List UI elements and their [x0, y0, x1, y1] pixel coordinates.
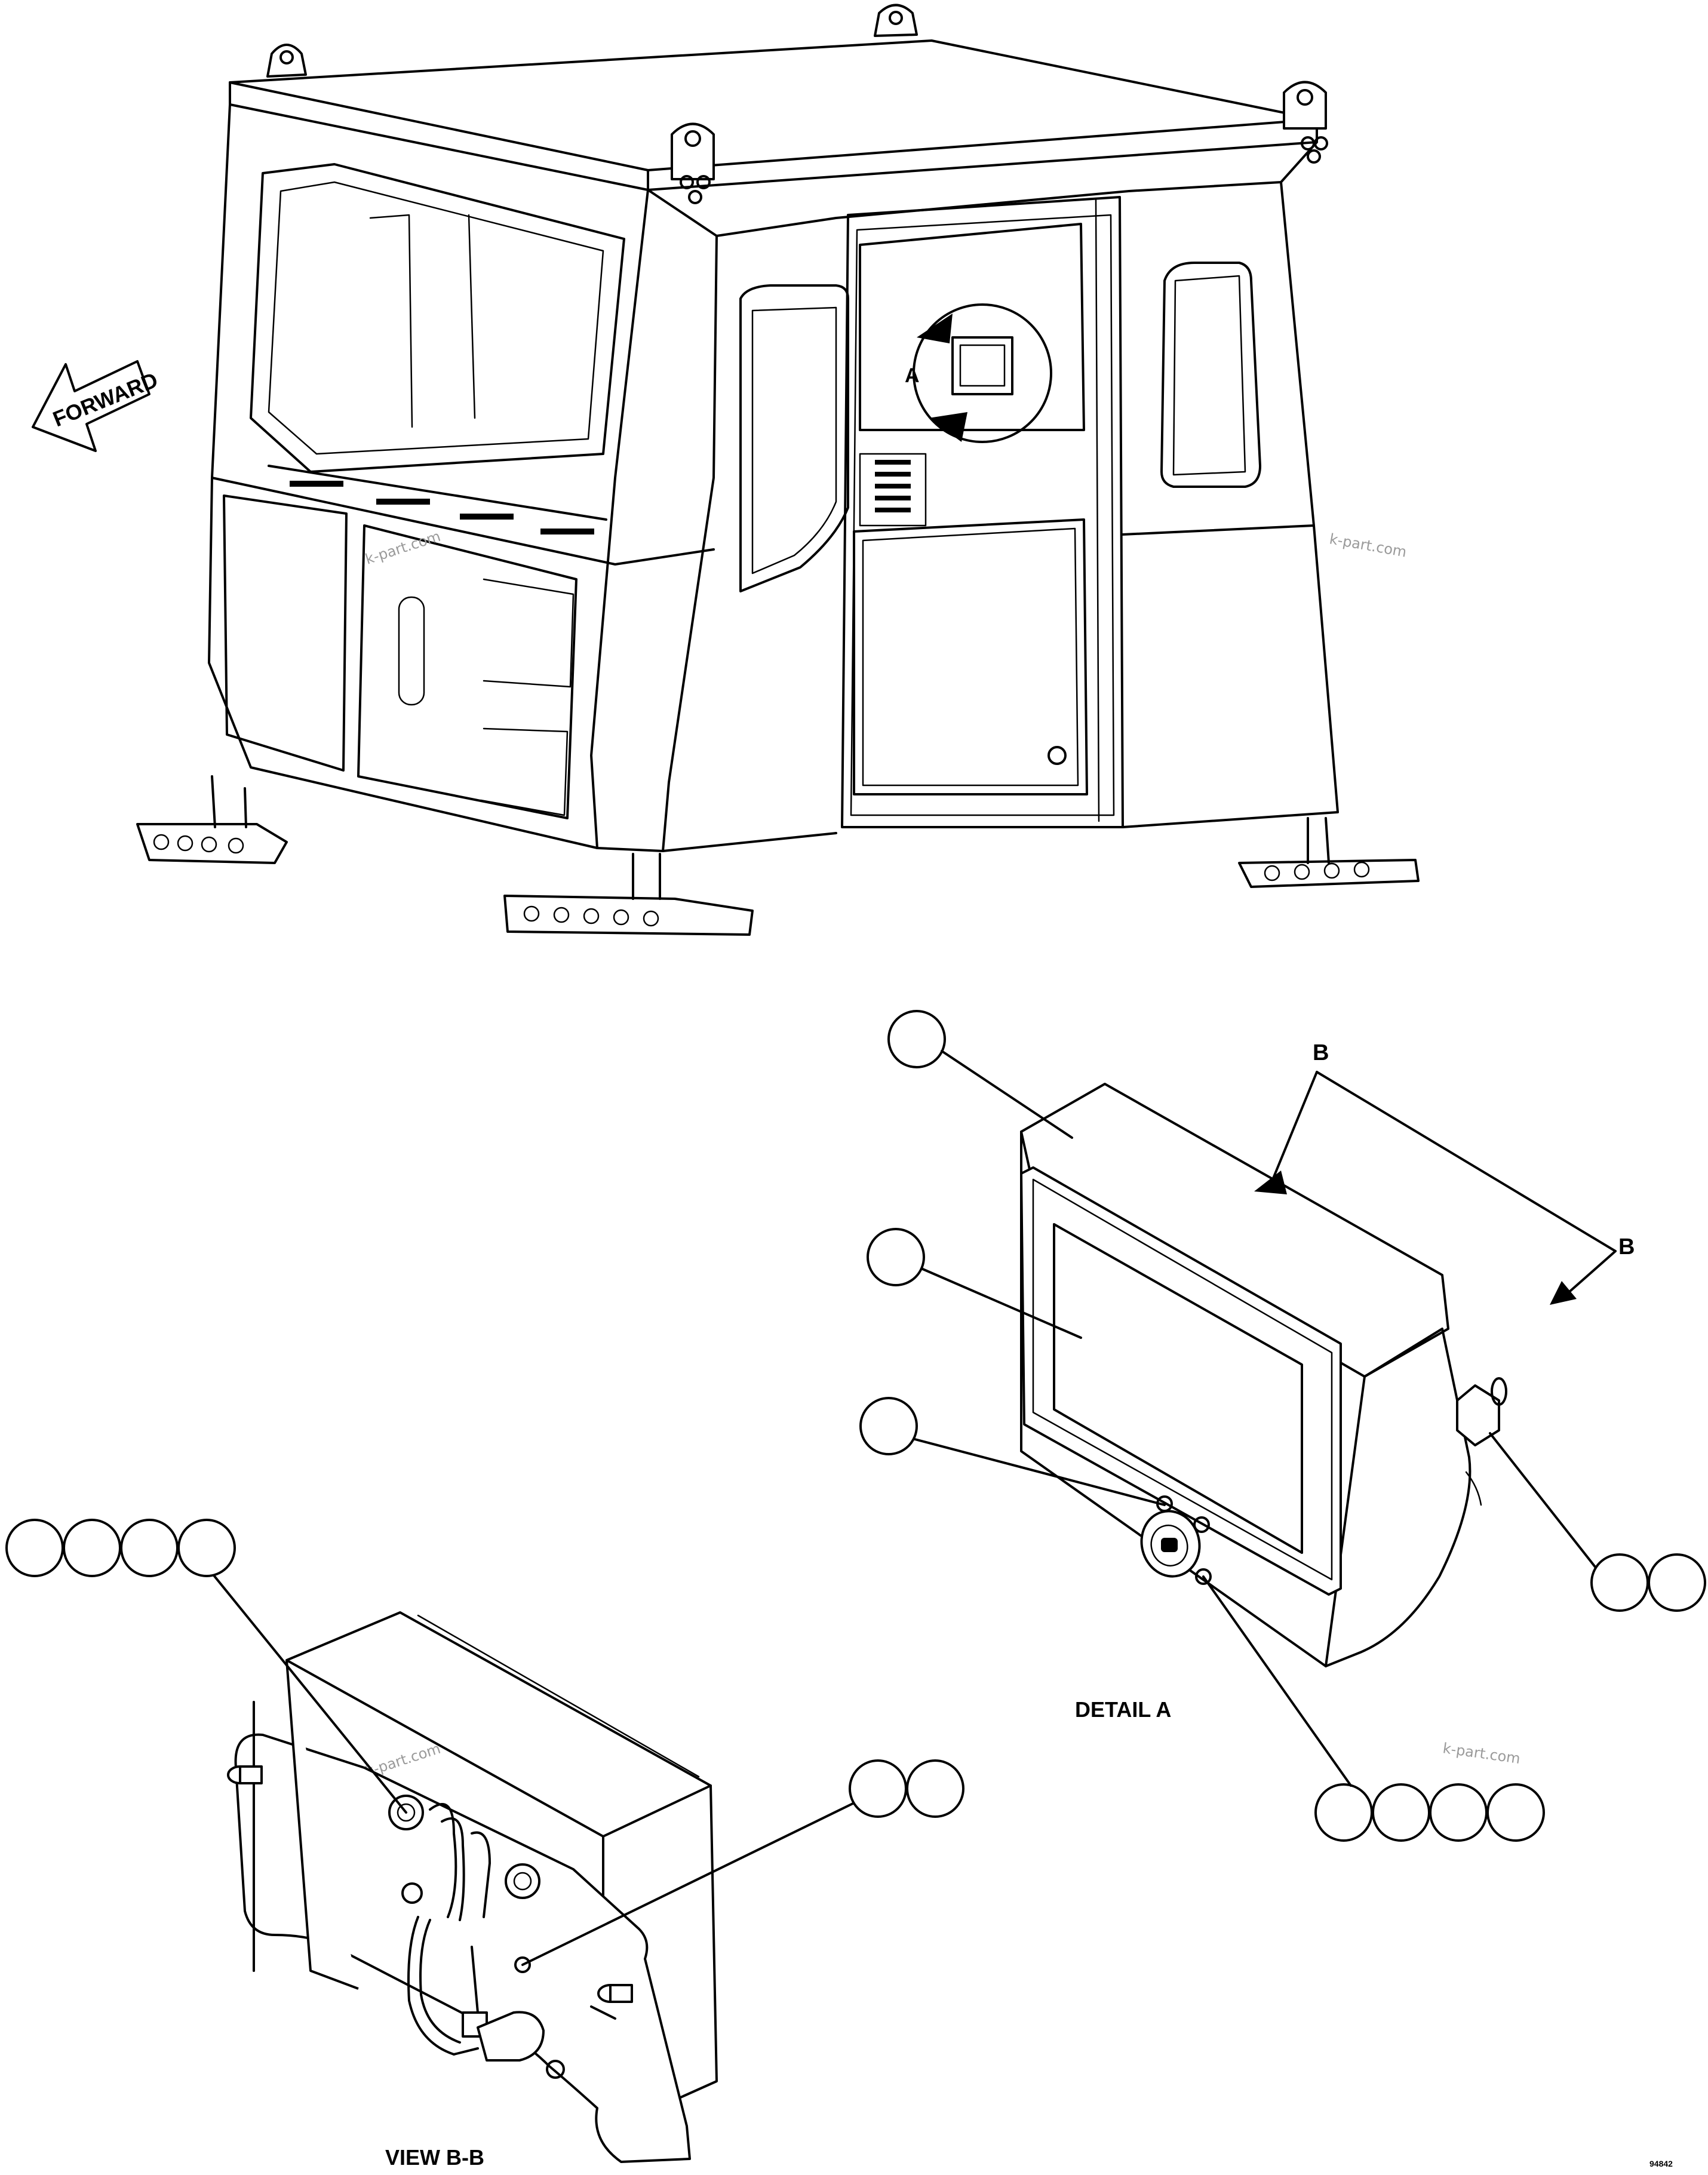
callout-bubble: [887, 1010, 946, 1068]
callout-bubble: [1429, 1783, 1488, 1842]
view-bb-callouts: [5, 1519, 964, 1966]
callout-bubble: [5, 1519, 64, 1577]
wire-harness: [407, 1803, 545, 2062]
callout-bubble: [849, 1759, 907, 1818]
door-vent-grille: [875, 460, 911, 512]
cab-assembly: A: [136, 4, 1420, 936]
detail-a-display: [1020, 1083, 1507, 1667]
mounting-bolt: [1456, 1377, 1507, 1446]
callout-bubble: [867, 1228, 925, 1286]
callout-bubble: [63, 1519, 121, 1577]
callout-bubble: [1314, 1783, 1373, 1842]
section-b-side-label: B: [1618, 1234, 1635, 1259]
callout-bubble: [1372, 1783, 1430, 1842]
lifting-eye-rear-right: [1283, 81, 1328, 164]
forward-arrow: FORWARD: [32, 360, 161, 452]
callout-bubble: [120, 1519, 179, 1577]
section-b-top-label: B: [1313, 1040, 1329, 1065]
callout-bubble: [1648, 1553, 1706, 1612]
display-connector: [1140, 1495, 1212, 1585]
section-b-arrows: [1254, 1071, 1617, 1305]
bracket-pins: [227, 1765, 633, 2003]
watermark-1: k-part.com: [363, 528, 443, 568]
lifting-eye-rear-left: [874, 4, 918, 37]
detail-a-title: DETAIL A: [1075, 1697, 1171, 1722]
view-bb-title: VIEW B-B: [385, 2145, 484, 2170]
callout-bubble: [177, 1519, 236, 1577]
callout-a-label: A: [905, 364, 920, 387]
cab-feet: [136, 775, 1420, 936]
lifting-eye-front-right: [671, 122, 715, 204]
view-bb-rear: [227, 1611, 718, 2163]
callout-bubble: [1590, 1553, 1649, 1612]
callout-a-locator: [913, 303, 1052, 443]
callout-bubble: [859, 1397, 918, 1455]
callout-bubble: [906, 1759, 964, 1818]
lifting-eye-front-left: [266, 44, 307, 78]
watermark-3: k-part.com: [1442, 1740, 1521, 1767]
detail-a-callouts: [859, 1010, 1706, 1842]
watermark-2: k-part.com: [1328, 530, 1408, 560]
drawing-number: 94842: [1649, 2159, 1673, 2168]
callout-bubble: [1486, 1783, 1545, 1842]
